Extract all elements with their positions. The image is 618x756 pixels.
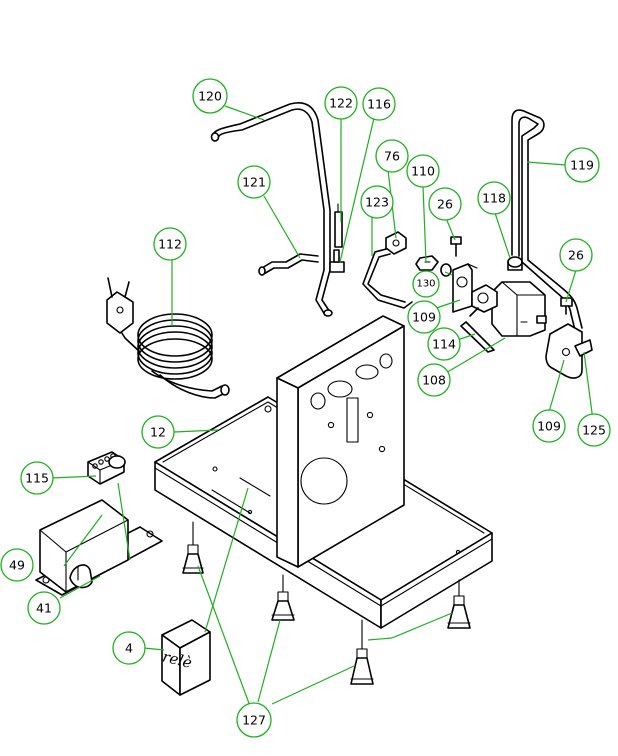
callout-109-top: 109 — [407, 300, 441, 334]
callout-41: 41 — [27, 591, 61, 625]
fitting-118 — [507, 256, 523, 271]
callout-109-top-label: 109 — [412, 310, 436, 325]
foot-4 — [447, 579, 471, 629]
o-ring-130 — [440, 263, 452, 277]
fitting-76 — [385, 231, 407, 255]
callout-108: 108 — [417, 363, 451, 397]
callout-26-right-label: 26 — [568, 248, 584, 263]
callout-115: 115 — [20, 461, 54, 495]
callout-112: 112 — [153, 227, 187, 261]
callout-41-label: 41 — [36, 601, 52, 616]
terminal-block-115 — [87, 451, 126, 485]
callout-76-label: 76 — [384, 149, 400, 164]
callout-123: 123 — [360, 185, 394, 219]
callout-122: 122 — [324, 86, 358, 120]
callout-119: 119 — [564, 147, 600, 183]
callout-127: 127 — [236, 702, 272, 738]
bracket-109-left — [452, 263, 478, 313]
callout-118: 118 — [477, 181, 511, 215]
callout-26-left-label: 26 — [437, 197, 453, 212]
callout-115-label: 115 — [25, 471, 49, 486]
pump-108 — [471, 281, 547, 337]
tube-120 — [210, 102, 333, 317]
callout-130-label: 130 — [416, 279, 435, 290]
bracket-109-right — [545, 323, 593, 379]
callout-122-label: 122 — [329, 96, 353, 111]
callout-125: 125 — [577, 413, 611, 447]
callout-119-label: 119 — [570, 158, 594, 173]
foot-1 — [182, 521, 204, 574]
callout-26-left: 26 — [428, 187, 462, 221]
callout-4-label: 4 — [125, 641, 133, 656]
callout-108-label: 108 — [422, 373, 446, 388]
callout-120: 120 — [192, 78, 228, 114]
callout-125-label: 125 — [582, 423, 606, 438]
callout-26-right: 26 — [559, 238, 593, 272]
screw-26-left — [450, 236, 462, 257]
callout-121: 121 — [237, 165, 271, 199]
foot-3 — [350, 619, 374, 685]
screw-26-right — [560, 297, 573, 315]
clip-114 — [460, 307, 495, 353]
callout-12-label: 12 — [150, 425, 166, 440]
callout-118-label: 118 — [482, 191, 506, 206]
foot-2 — [271, 574, 295, 621]
relay-4: relè — [161, 619, 211, 696]
callout-116-label: 116 — [367, 97, 391, 112]
callout-4: 4 — [112, 631, 146, 665]
callout-12: 12 — [141, 415, 175, 449]
tube-119 — [511, 109, 583, 331]
callout-112-label: 112 — [158, 237, 182, 252]
callout-116: 116 — [362, 87, 396, 121]
cover-49 — [35, 499, 163, 596]
rubber-feet — [182, 521, 471, 685]
callout-114-label: 114 — [432, 337, 456, 352]
callout-109-right-label: 109 — [537, 419, 561, 434]
tube-122 — [334, 203, 343, 248]
callout-110: 110 — [406, 154, 440, 188]
vertical-panel — [276, 315, 405, 568]
callout-123-label: 123 — [365, 195, 389, 210]
callout-127-label: 127 — [242, 713, 266, 728]
callout-114: 114 — [427, 327, 461, 361]
callout-76: 76 — [375, 139, 409, 173]
callout-109-right: 109 — [532, 409, 566, 443]
tube-123 — [362, 247, 413, 309]
callout-49: 49 — [0, 548, 34, 582]
power-cord — [106, 277, 230, 399]
callout-110-label: 110 — [411, 164, 435, 179]
valve-110 — [415, 255, 439, 271]
tube-121 — [258, 249, 345, 276]
callout-121-label: 121 — [242, 175, 266, 190]
callout-49-label: 49 — [9, 558, 25, 573]
callout-130: 130 — [412, 270, 440, 298]
callout-120-label: 120 — [198, 89, 222, 104]
